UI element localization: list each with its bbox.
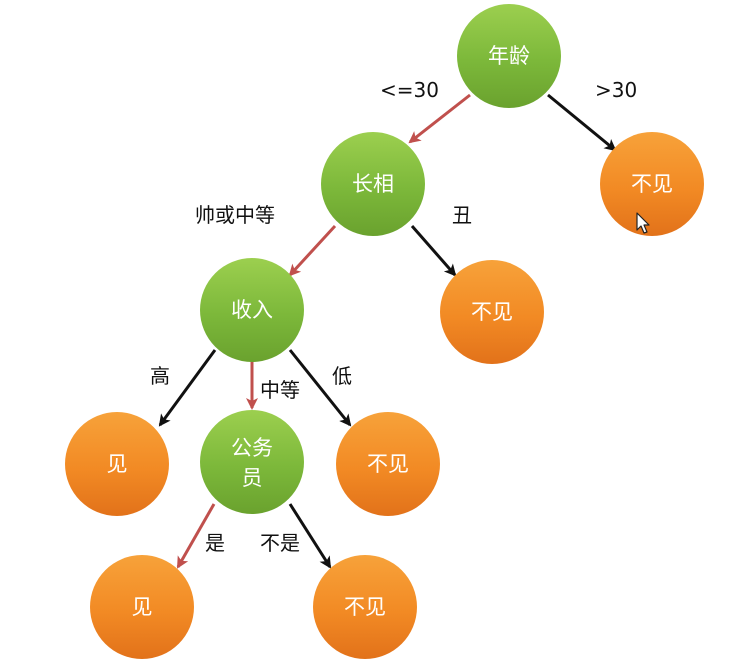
node-age-gt30-label: 不见 bbox=[631, 172, 673, 196]
node-income-high-label: 见 bbox=[107, 452, 128, 476]
node-civil-servant: 公务 员 bbox=[200, 410, 304, 514]
node-income-high-leaf: 见 bbox=[65, 412, 169, 516]
edge-cs-yes bbox=[176, 503, 216, 569]
node-civil-servant-label-line1: 公务 bbox=[231, 436, 273, 460]
edge-label-income-mid: 中等 bbox=[260, 378, 300, 402]
node-cs-yes-leaf: 见 bbox=[90, 555, 194, 659]
edge-age-le30 bbox=[408, 93, 471, 144]
mouse-pointer-icon bbox=[636, 212, 650, 234]
edge-label-cs-yes: 是 bbox=[205, 531, 225, 555]
node-cs-no-leaf: 不见 bbox=[313, 555, 417, 659]
node-age-gt30-leaf: 不见 bbox=[600, 132, 704, 236]
edge-label-looks-good: 帅或中等 bbox=[195, 203, 275, 227]
node-age-label: 年龄 bbox=[488, 44, 530, 68]
node-looks-ugly-label: 不见 bbox=[471, 300, 513, 324]
node-cs-no-label: 不见 bbox=[344, 595, 386, 619]
edge-income-high bbox=[158, 349, 217, 427]
node-looks-ugly-leaf: 不见 bbox=[440, 260, 544, 364]
edge-label-income-high: 高 bbox=[150, 364, 170, 388]
node-looks: 长相 bbox=[321, 132, 425, 236]
node-looks-label: 长相 bbox=[352, 172, 394, 196]
edge-label-cs-no: 不是 bbox=[260, 531, 300, 555]
edge-label-age-gt30: >30 bbox=[595, 78, 637, 102]
node-civil-servant-label-line2: 员 bbox=[242, 466, 263, 490]
node-age: 年龄 bbox=[457, 4, 561, 108]
node-income-label: 收入 bbox=[231, 298, 273, 322]
edge-cs-no bbox=[288, 503, 332, 569]
edge-income-low bbox=[288, 349, 352, 427]
edge-looks-ugly bbox=[410, 225, 457, 277]
node-income-low-leaf: 不见 bbox=[336, 412, 440, 516]
edge-age-gt30 bbox=[547, 93, 617, 152]
node-cs-yes-label: 见 bbox=[132, 595, 153, 619]
edge-looks-good bbox=[288, 224, 337, 277]
node-income: 收入 bbox=[200, 258, 304, 362]
edge-label-age-le30: <=30 bbox=[380, 78, 439, 102]
edge-label-looks-ugly: 丑 bbox=[452, 203, 472, 227]
edge-label-income-low: 低 bbox=[332, 364, 352, 388]
node-income-low-label: 不见 bbox=[367, 452, 409, 476]
